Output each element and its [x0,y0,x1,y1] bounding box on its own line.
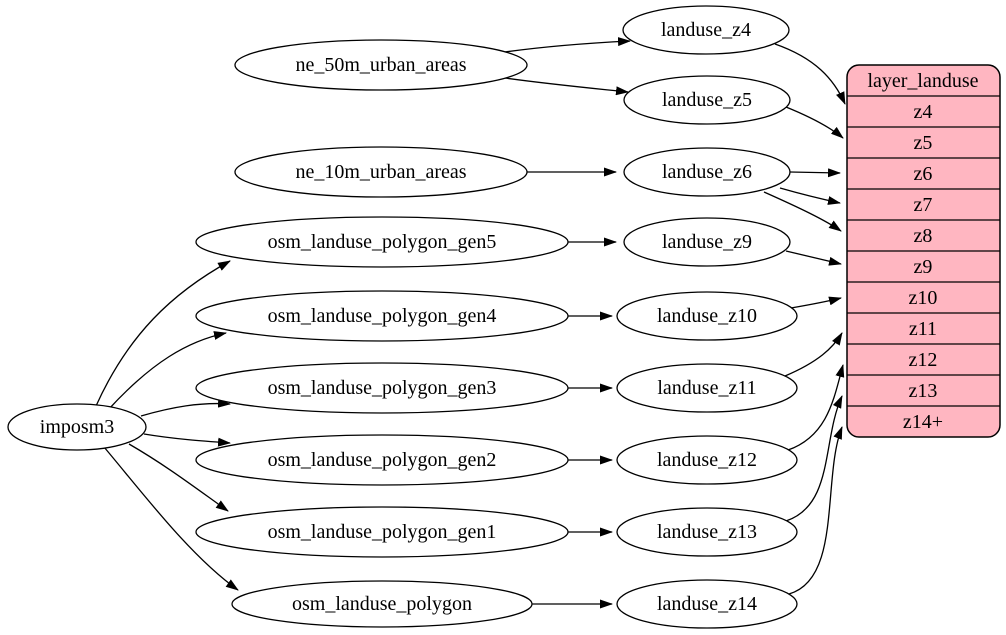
node-osm_landuse_polygon_gen2: osm_landuse_polygon_gen2 [195,434,569,486]
node-ne_50m_urban_areas: ne_50m_urban_areas [234,39,528,91]
node-ne_50m_urban_areas-shape [234,39,528,91]
node-osm_landuse_polygon_gen3: osm_landuse_polygon_gen3 [195,362,569,414]
node-landuse_z9-label: landuse_z9 [662,231,752,253]
table-row-z5: z5 [914,132,933,154]
table-row-z14plus: z14+ [903,411,943,433]
node-landuse_z4: landuse_z4 [622,5,790,55]
node-landuse_z14-label: landuse_z14 [657,593,757,615]
table-layer_landuse: layer_landuse z4 z5 z6 z7 z8 z9 z10 z11 … [846,64,1001,438]
node-imposm3: imposm3 [7,403,147,451]
node-imposm3-label: imposm3 [40,416,114,438]
node-landuse_z11-shape [616,363,798,413]
edge-imposm3-to-osm_landuse_polygon_gen3 [140,398,231,417]
edge-landuse_z12-to-row-z12 [787,364,845,451]
node-landuse_z10: landuse_z10 [616,291,798,341]
node-osm_landuse_polygon_gen1: osm_landuse_polygon_gen1 [195,506,569,558]
edge-imposm3-to-osm_landuse_polygon_gen5 [95,260,231,407]
node-landuse_z4-shape [622,5,790,55]
table-row-z12: z12 [909,349,938,371]
node-ne_10m_urban_areas: ne_10m_urban_areas [234,146,528,198]
node-osm_landuse_polygon_gen5-label: osm_landuse_polygon_gen5 [268,231,497,253]
node-ne_10m_urban_areas-label: ne_10m_urban_areas [295,161,466,183]
node-landuse_z11: landuse_z11 [616,363,798,413]
node-osm_landuse_polygon_gen2-shape [195,434,569,486]
table-row-z6: z6 [914,163,933,185]
node-landuse_z14-shape [616,579,798,629]
node-osm_landuse_polygon_gen1-label: osm_landuse_polygon_gen1 [268,521,497,543]
edge-imposm3-to-osm_landuse_polygon_gen4 [107,331,227,411]
node-osm_landuse_polygon_gen4-label: osm_landuse_polygon_gen4 [268,305,497,327]
node-landuse_z12: landuse_z12 [616,435,798,485]
edge-imposm3-to-osm_landuse_polygon [103,446,239,591]
table-row-z11: z11 [909,318,937,340]
table-row-z13: z13 [909,380,938,402]
edge-landuse_z6-to-row-z6 [789,168,841,178]
table-row-z9: z9 [914,256,933,278]
node-landuse_z12-shape [616,435,798,485]
edge-imposm3-to-osm_landuse_polygon_gen2 [143,433,231,447]
node-landuse_z5-label: landuse_z5 [662,89,752,111]
node-landuse_z9: landuse_z9 [623,217,791,267]
edges [95,37,846,609]
node-osm_landuse_polygon-shape [231,580,533,628]
node-osm_landuse_polygon_gen3-label: osm_landuse_polygon_gen3 [268,377,497,399]
node-landuse_z13-shape [616,507,798,557]
node-osm_landuse_polygon: osm_landuse_polygon [231,580,533,628]
node-osm_landuse_polygon_gen5-shape [195,216,569,268]
edge-imposm3-to-osm_landuse_polygon_gen1 [128,443,229,512]
node-ne_50m_urban_areas-label: ne_50m_urban_areas [295,54,466,76]
node-landuse_z14: landuse_z14 [616,579,798,629]
node-landuse_z10-shape [616,291,798,341]
edge-ne_50m_urban_areas-to-landuse_z4 [504,37,631,53]
edge-landuse_z13-to-row-z13 [785,395,843,522]
node-osm_landuse_polygon_gen2-label: osm_landuse_polygon_gen2 [268,449,497,471]
node-landuse_z12-label: landuse_z12 [657,449,757,471]
node-osm_landuse_polygon_gen3-shape [195,362,569,414]
node-landuse_z6-label: landuse_z6 [662,161,752,183]
edge-landuse_z5-to-row-z5 [785,106,844,139]
table-title: layer_landuse [867,70,978,92]
edge-landuse_z6-to-row-z8 [763,191,842,232]
node-landuse_z6: landuse_z6 [623,147,791,197]
table-row-separators [847,95,1000,407]
node-ne_10m_urban_areas-shape [234,146,528,198]
edge-landuse_z9-to-row-z9 [785,250,842,266]
node-landuse_z4-label: landuse_z4 [661,19,751,41]
table-row-z8: z8 [914,225,933,247]
node-osm_landuse_polygon_gen1-shape [195,506,569,558]
edge-landuse_z14-to-row-z14plus [788,426,843,595]
edge-landuse_z11-to-row-z11 [784,332,843,377]
edge-landuse_z6-to-row-z7 [779,187,841,205]
edge-ne_50m_urban_areas-to-landuse_z5 [504,77,629,96]
node-landuse_z10-label: landuse_z10 [657,305,757,327]
edge-landuse_z4-to-row-z4 [774,43,846,105]
table-row-z7: z7 [914,194,933,216]
node-landuse_z5: landuse_z5 [623,75,791,125]
node-landuse_z6-shape [623,147,791,197]
edge-landuse_z10-to-row-z10 [790,296,842,309]
node-osm_landuse_polygon_gen5: osm_landuse_polygon_gen5 [195,216,569,268]
node-osm_landuse_polygon_gen4-shape [195,290,569,342]
node-imposm3-shape [7,403,147,451]
node-landuse_z9-shape [623,217,791,267]
node-landuse_z13-label: landuse_z13 [657,521,757,543]
table-row-z10: z10 [909,287,938,309]
node-osm_landuse_polygon_gen4: osm_landuse_polygon_gen4 [195,290,569,342]
table-row-z4: z4 [914,101,933,123]
node-osm_landuse_polygon-label: osm_landuse_polygon [292,593,472,615]
node-landuse_z13: landuse_z13 [616,507,798,557]
node-landuse_z11-label: landuse_z11 [657,377,756,399]
node-landuse_z5-shape [623,75,791,125]
